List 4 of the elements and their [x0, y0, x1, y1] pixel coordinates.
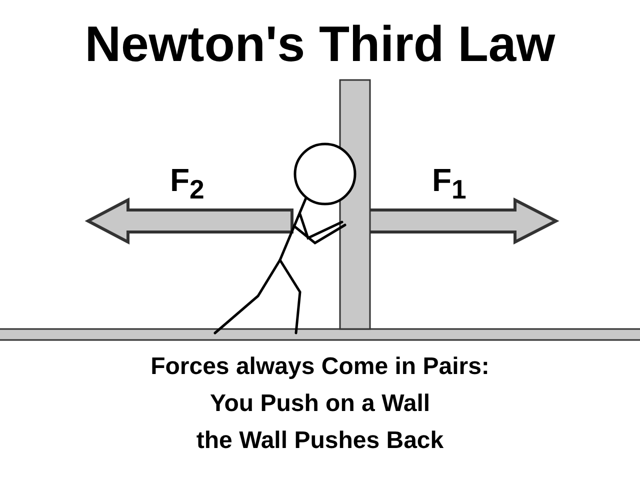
- force-label: F$_{2}$: [170, 161, 204, 206]
- caption: Forces always Come in Pairs: You Push on a Wall the Wall Pushes Back: [150, 352, 490, 456]
- force-label: F$_{1}$: [432, 161, 466, 206]
- title: Newton's Third Law: [84, 15, 556, 74]
